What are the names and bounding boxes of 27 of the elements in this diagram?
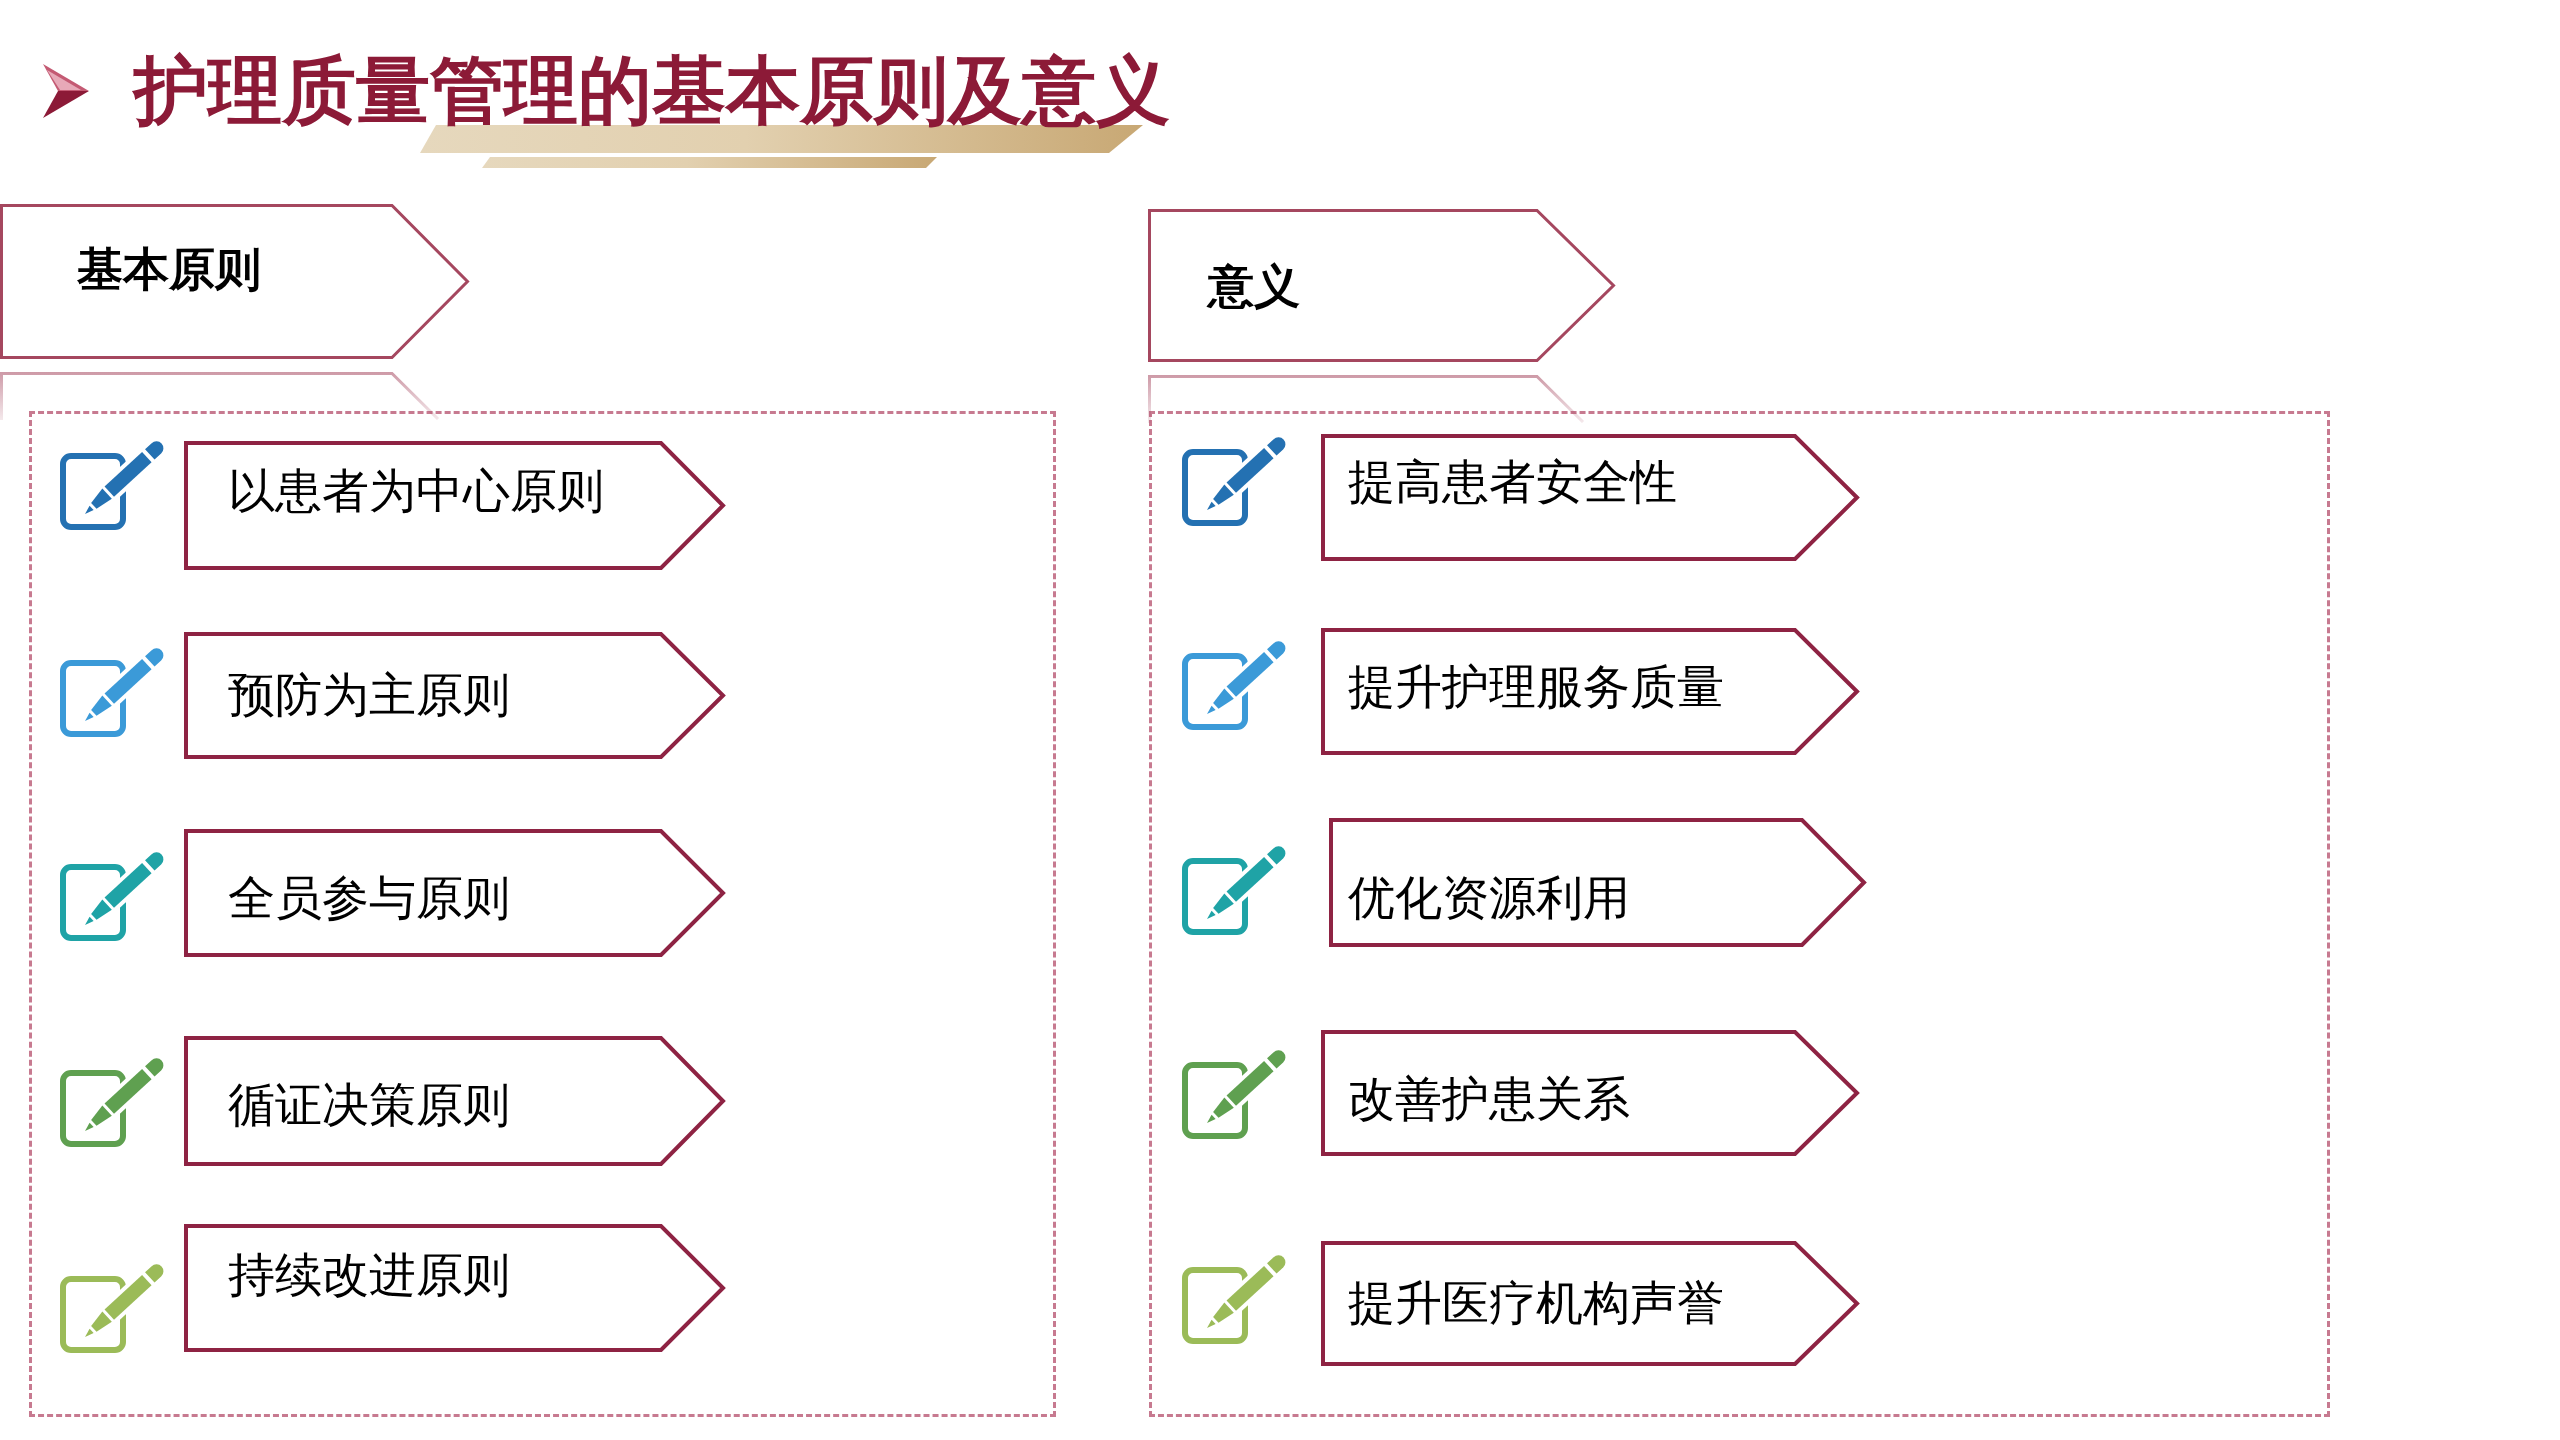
- item-text: 改善护患关系: [1348, 1070, 1630, 1128]
- dashed-frame: [29, 411, 1056, 1417]
- arrow-tab: [1321, 628, 1859, 755]
- header-text: 基本原则: [77, 241, 261, 298]
- arrow-tab: [184, 441, 725, 570]
- dashed-frame: [1149, 411, 2330, 1417]
- arrow-tab: [1329, 818, 1866, 947]
- item-text: 提升护理服务质量: [1348, 659, 1724, 716]
- arrow-tab: [184, 1224, 725, 1352]
- item-text: 以患者为中心原则: [228, 463, 604, 520]
- arrow-tab: [184, 1036, 725, 1166]
- item-text: 预防为主原则: [228, 667, 510, 724]
- item-text: 循证决策原则: [228, 1076, 510, 1134]
- header-tab: [0, 204, 469, 359]
- title: 护理质量管理的基本原则及意义: [134, 46, 1170, 135]
- header-text: 意义: [1208, 258, 1300, 315]
- arrow-tab: [184, 829, 725, 957]
- arrow-tab: [1321, 1241, 1859, 1366]
- arrow-tab: [1321, 434, 1859, 561]
- header-tab: [1148, 209, 1615, 362]
- item-text: 提升医疗机构声誉: [1348, 1275, 1724, 1332]
- item-text: 优化资源利用: [1348, 870, 1630, 927]
- arrow-tab: [184, 632, 725, 759]
- item-text: 全员参与原则: [228, 869, 510, 927]
- item-text: 提高患者安全性: [1348, 454, 1677, 511]
- arrow-tab: [1321, 1030, 1859, 1156]
- item-text: 持续改进原则: [228, 1246, 510, 1304]
